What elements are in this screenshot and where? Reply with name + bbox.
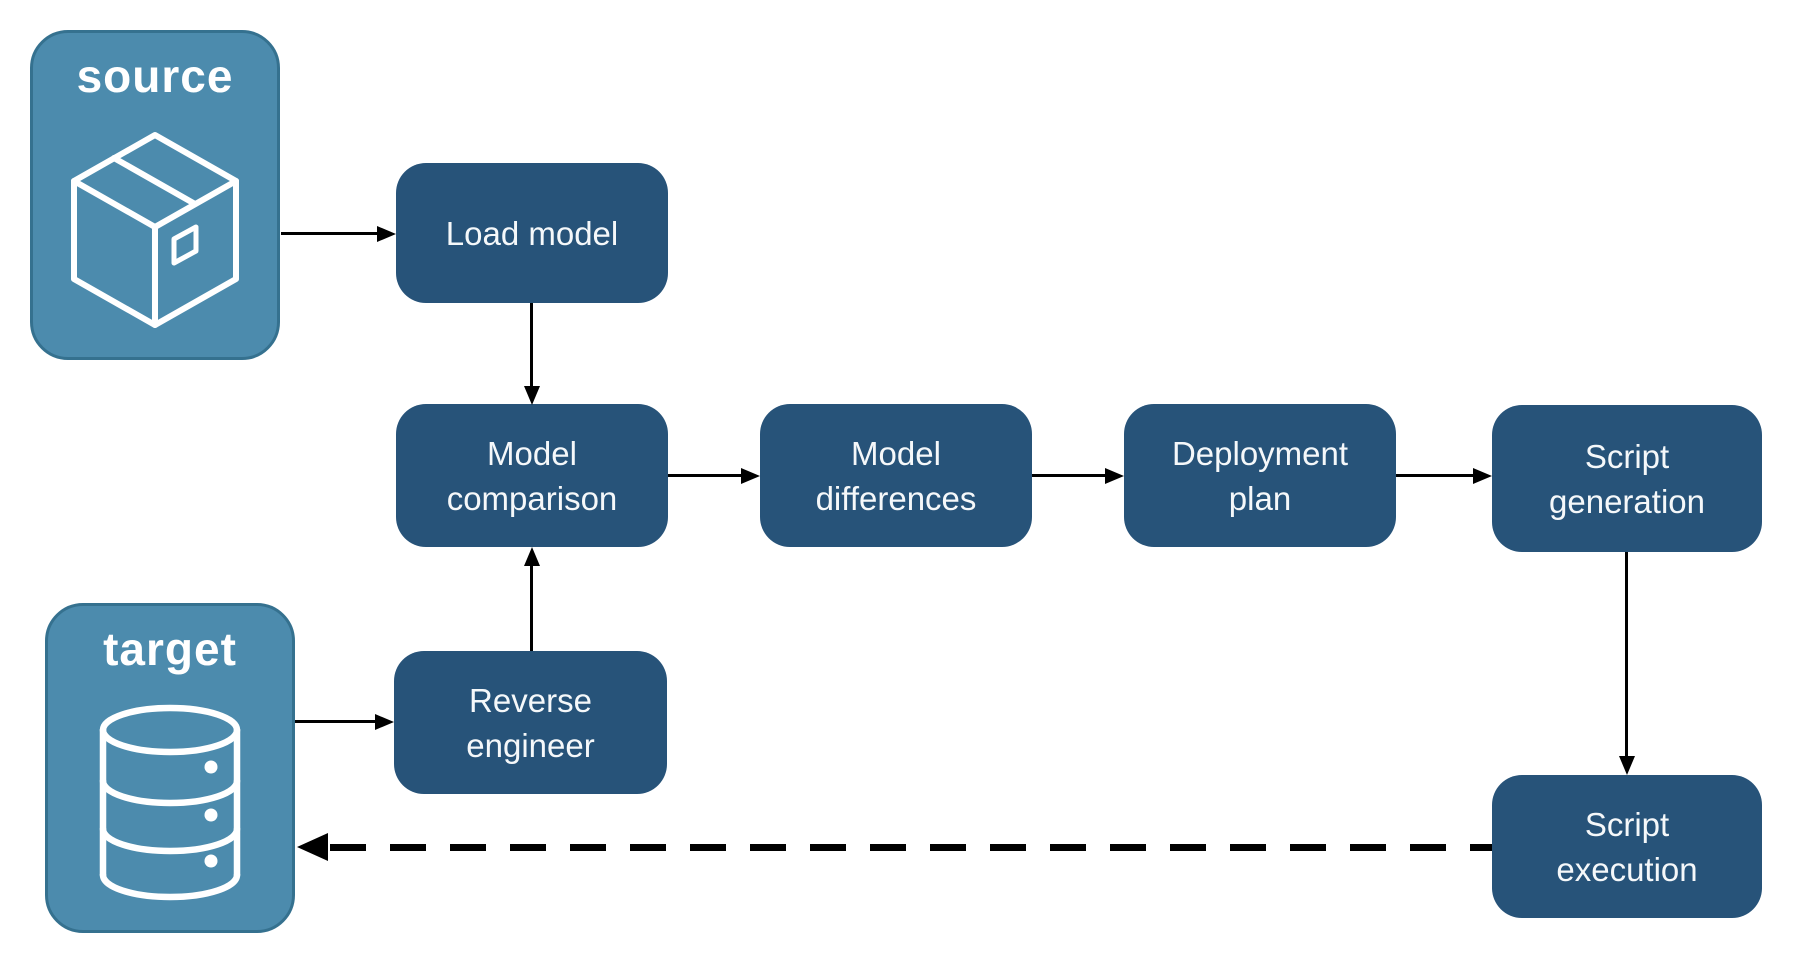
database-icon — [48, 676, 292, 930]
arrowhead-down-icon — [524, 386, 540, 405]
script-execution-label: Script execution — [1556, 805, 1698, 888]
source-label: source — [76, 50, 234, 102]
arrowhead-up-icon — [524, 547, 540, 566]
arrowhead-right-icon — [1473, 468, 1492, 484]
load-model-label: Load model — [445, 214, 619, 252]
target-label: target — [103, 623, 237, 675]
arrowhead-down-icon — [1619, 756, 1635, 775]
entity-source: source — [30, 30, 280, 360]
arrowhead-right-icon — [377, 226, 396, 242]
node-model-comparison: Model comparison — [396, 404, 668, 547]
node-reverse-engineer: Reverse engineer — [394, 651, 667, 794]
arrowhead-right-icon — [375, 714, 394, 730]
node-model-differences: Model differences — [760, 404, 1032, 547]
package-icon — [33, 103, 277, 357]
model-differences-label: Model differences — [815, 434, 977, 517]
arrowhead-left-icon — [297, 833, 328, 861]
reverse-engineer-label: Reverse engineer — [466, 681, 595, 764]
node-deployment-plan: Deployment plan — [1124, 404, 1396, 547]
node-load-model: Load model — [396, 163, 668, 303]
entity-target: target — [45, 603, 295, 933]
node-script-execution: Script execution — [1492, 775, 1762, 918]
node-script-generation: Script generation — [1492, 405, 1762, 552]
arrowhead-right-icon — [1105, 468, 1124, 484]
model-comparison-label: Model comparison — [446, 434, 618, 517]
script-generation-label: Script generation — [1549, 437, 1705, 520]
deployment-plan-label: Deployment plan — [1171, 434, 1349, 517]
arrowhead-right-icon — [741, 468, 760, 484]
